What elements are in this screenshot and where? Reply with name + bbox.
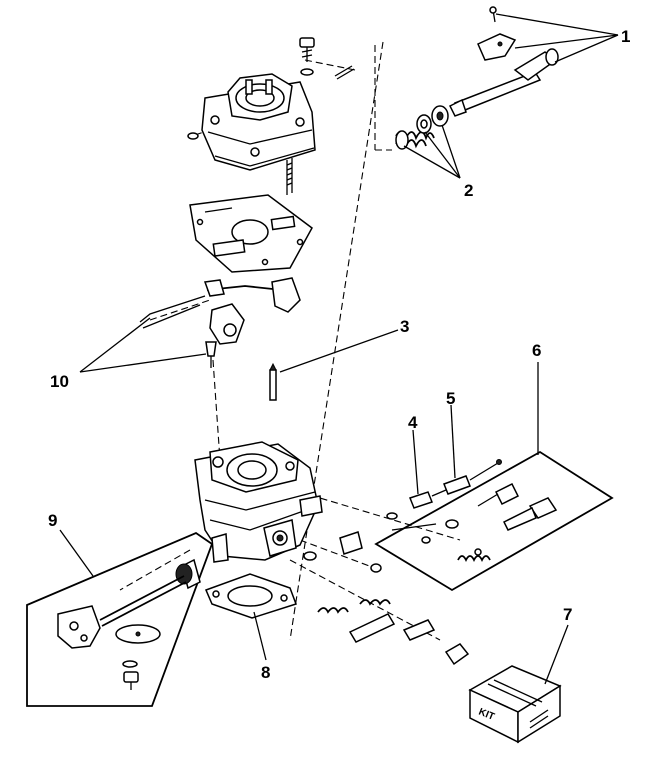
cover-gasket <box>189 194 313 273</box>
callout-3: 3 <box>400 317 409 336</box>
float-assembly <box>139 277 301 368</box>
pin-part <box>269 362 277 401</box>
mixture-screws <box>317 599 470 666</box>
kit-box: KIT <box>468 665 562 744</box>
callout-5: 5 <box>446 389 455 408</box>
callout-2: 2 <box>464 181 473 200</box>
flange-gasket <box>204 573 297 619</box>
jet-parts <box>303 459 502 573</box>
callout-4: 4 <box>408 413 418 432</box>
top-cover-screw <box>299 37 355 80</box>
callout-1: 1 <box>621 27 630 46</box>
callout-10: 10 <box>50 372 69 391</box>
spring-washer-set <box>395 105 449 150</box>
callout-labels: 1 2 3 4 5 6 7 8 9 10 <box>48 27 630 682</box>
assembly-axis-lines <box>119 41 461 641</box>
callout-8: 8 <box>261 663 270 682</box>
air-horn-cover <box>187 73 316 195</box>
carburetor-body <box>194 441 323 563</box>
callout-7: 7 <box>563 605 572 624</box>
throttle-plate-assembly <box>26 531 214 707</box>
leader-lines <box>59 13 619 685</box>
callout-9: 9 <box>48 511 57 530</box>
throttle-shaft-assembly <box>448 6 559 117</box>
callout-6: 6 <box>532 341 541 360</box>
rebuild-kit-board <box>374 450 614 592</box>
